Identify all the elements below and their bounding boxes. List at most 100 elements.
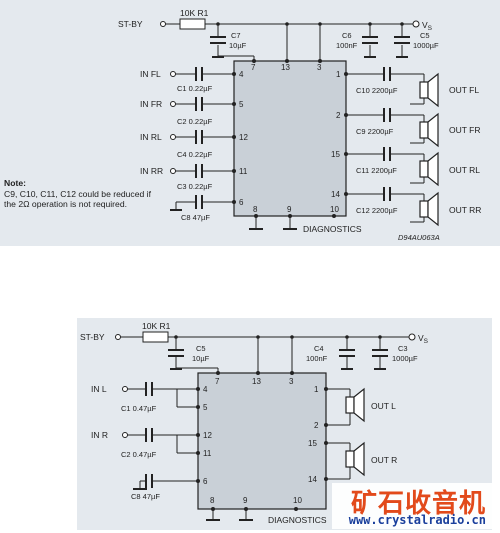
pin-10-label-bottom: 10 [293,496,302,505]
pin-15-label-bottom: 15 [308,439,317,448]
speaker-icon-rr [419,191,439,227]
pin-14-label-bottom: 14 [308,475,317,484]
c10-label: C10 2200µF [356,86,398,95]
speaker-icon-right [345,441,365,477]
pin-3-label-bottom: 3 [289,377,294,386]
pin-5-label-bottom: 5 [203,403,208,412]
speaker-icon-fl [419,72,439,108]
watermark-url: www.crystalradio.cn [348,513,486,527]
c3-label-bottom: C3 [398,344,408,353]
pin-9-label-bottom: 9 [243,496,248,505]
pin-8-label-bottom: 8 [210,496,215,505]
pin-2-label: 2 [336,111,341,120]
pin-7-label-bottom: 7 [215,377,220,386]
note-text: C9, C10, C11, C12 could be reduced if th… [4,188,151,210]
pin-4-label: 4 [239,70,244,79]
pin-9-label: 9 [287,205,292,214]
pin-5-label: 5 [239,100,244,109]
c7-label: C7 [231,31,241,40]
c8-label-bottom: C8 47µF [131,492,160,501]
note-title: Note: [4,178,26,188]
output-l-label: OUT L [371,401,396,411]
c2-label: C2 0.22µF [177,117,213,126]
input-rl-label: IN RL [140,132,162,142]
c3-value-bottom: 1000µF [392,354,418,363]
watermark-logo-text: 矿石收音机 [350,489,486,519]
pin-13-label: 13 [281,63,290,72]
pin-7-label: 7 [251,63,256,72]
c1-label-bottom: C1 0.47µF [121,404,157,413]
resistor-r1 [179,18,206,30]
output-fl-label: OUT FL [449,85,479,95]
c5-label: C5 [420,31,430,40]
supply-capacitors-bottom [168,349,388,370]
pin-12-label-bottom: 12 [203,431,212,440]
pin-13-label-bottom: 13 [252,377,261,386]
standby-terminal [160,21,166,27]
c7-value: 10µF [229,41,247,50]
speaker-icon-left [345,387,365,423]
pin-1-label-bottom: 1 [314,385,319,394]
standby-label-bottom: ST-BY [80,332,105,342]
c11-label: C11 2200µF [356,166,397,175]
input-fr-label: IN FR [140,99,162,109]
resistor-r1-bottom [142,331,169,343]
c6-value: 100nF [336,41,358,50]
pin-15-label: 15 [331,150,340,159]
capacitor-c6 [362,36,378,44]
output-rr-label: OUT RR [449,205,481,215]
c1-label: C1 0.22µF [177,84,213,93]
input-fl-terminal [170,71,176,77]
speaker-icon-rl [419,151,439,187]
standby-label: ST-BY [118,19,143,29]
vs-label: VS [422,20,433,32]
diagnostics-label: DIAGNOSTICS [303,224,362,234]
pin-10-label: 10 [330,205,339,214]
c5-value: 1000µF [413,41,439,50]
input-fr-terminal [170,101,176,107]
capacitor-c7 [210,36,226,44]
vs-terminal [412,20,420,28]
output-rl-label: OUT RL [449,165,480,175]
drawing-code: D94AU063A [398,233,440,242]
c6-label: C6 [342,31,352,40]
output-capacitors-top [383,67,391,201]
input-capacitors-top [170,67,203,211]
diagnostics-label-bottom: DIAGNOSTICS [268,515,327,525]
c5-label-bottom: C5 [196,344,206,353]
pin-12-label: 12 [239,133,248,142]
pin-6-label-bottom: 6 [203,477,208,486]
input-capacitors-bottom [133,382,153,490]
pin-1-label: 1 [336,70,341,79]
input-rr-terminal [170,168,176,174]
pin-3-label: 3 [317,63,322,72]
input-rr-label: IN RR [140,166,163,176]
pin-11-label-bottom: 11 [203,449,212,458]
input-r-terminal [122,432,128,438]
input-r-label: IN R [91,430,108,440]
amplifier-ic-bottom [197,372,327,510]
pin-14-label: 14 [331,190,340,199]
note-box: Note: C9, C10, C11, C12 could be reduced… [4,178,154,210]
pin-11-label: 11 [239,167,248,176]
r1-label-bottom: 10K R1 [142,321,171,331]
top-schematic: VS ST-BY 10K R1 C7 10µF C6 100nF C5 1000… [118,8,481,242]
c3-label: C3 0.22µF [177,182,213,191]
output-r-label: OUT R [371,455,397,465]
c5-value-bottom: 10µF [192,354,210,363]
input-l-label: IN L [91,384,107,394]
r1-label: 10K R1 [180,8,209,18]
vs-label-bottom: VS [418,333,429,345]
c2-label-bottom: C2 0.47µF [121,450,157,459]
vs-terminal-bottom [408,333,416,341]
output-fr-label: OUT FR [449,125,480,135]
amplifier-ic [233,60,347,217]
pin-8-label: 8 [253,205,258,214]
pin-6-label: 6 [239,198,244,207]
c4-label: C4 0.22µF [177,150,213,159]
site-watermark: 矿石收音机 www.crystalradio.cn [332,483,492,529]
c8-label: C8 47µF [181,213,210,222]
c9-label: C9 2200µF [356,127,394,136]
input-fl-label: IN FL [140,69,161,79]
